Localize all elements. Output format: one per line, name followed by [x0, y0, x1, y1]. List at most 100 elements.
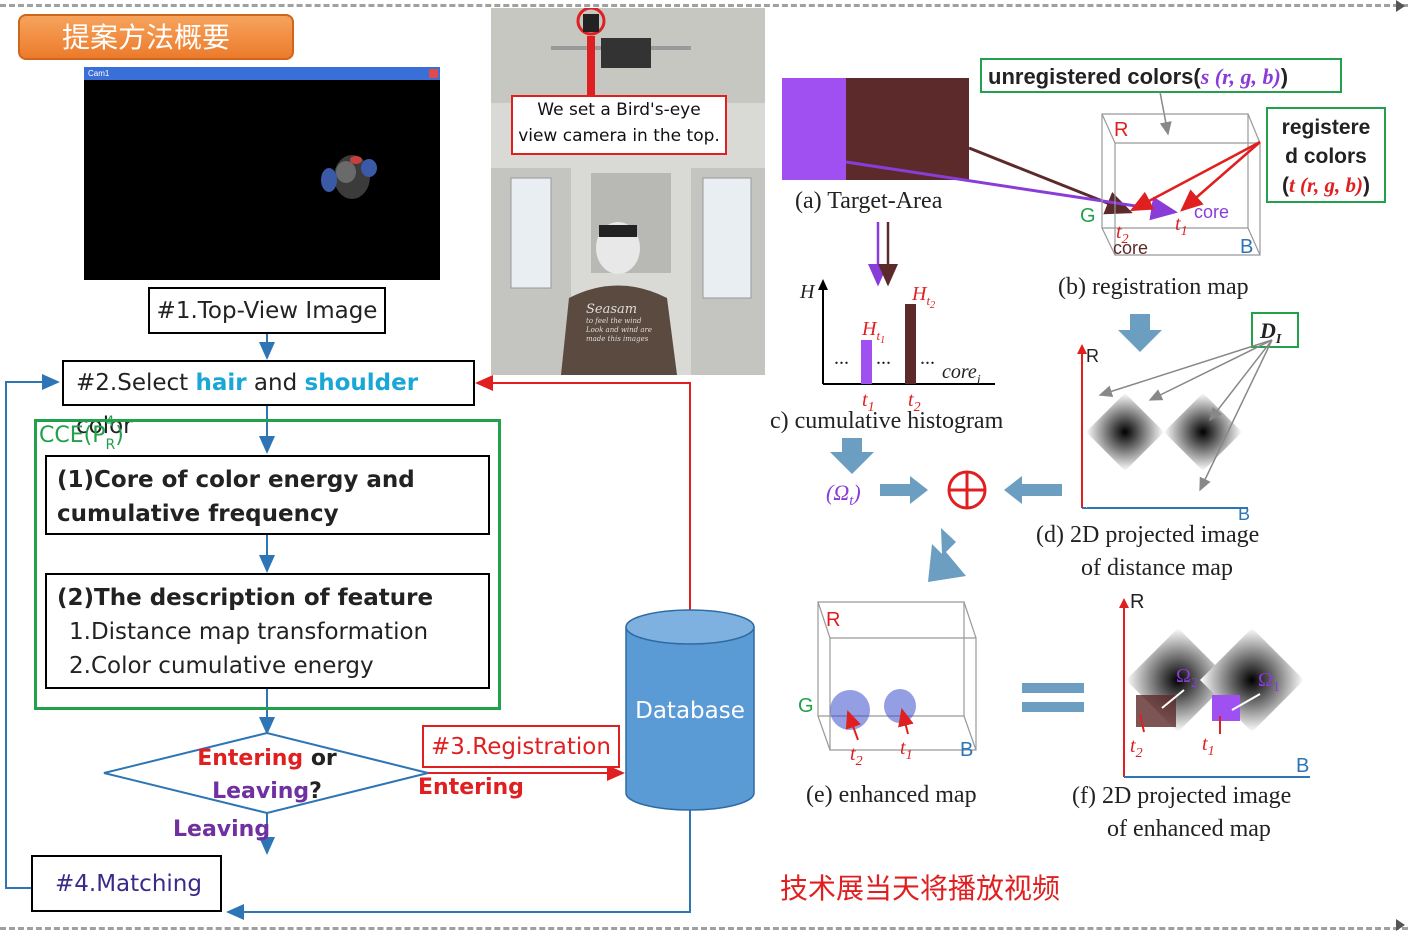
- registered-line-2: d colors: [1285, 145, 1367, 168]
- cce-step2-title: (2)The description of feature: [57, 585, 434, 611]
- svg-text:unregistered colors(s (r, g, b: unregistered colors(s (r, g, b)): [988, 64, 1288, 89]
- caption-a: (a) Target-Area: [795, 188, 943, 214]
- callout-line-1: We set a Bird's-eye: [537, 100, 701, 120]
- svg-text:t2: t2: [908, 389, 921, 415]
- close-icon[interactable]: [429, 69, 438, 78]
- cumulative-histogram: [818, 279, 995, 385]
- cce-step1-box: (1)Core of color energy and cumulative f…: [45, 455, 490, 535]
- dots-3: ...: [920, 347, 935, 369]
- cce-step2-item1: 1.Distance map transformation: [69, 619, 429, 645]
- cce-container: [34, 419, 501, 710]
- caption-f-1: (f) 2D projected image: [1072, 783, 1291, 809]
- right-edge-marker: [1396, 0, 1405, 12]
- right-panel: (a) Target-Area unregistered colors(s (r…: [770, 58, 1386, 842]
- caption-d-1: (d) 2D projected image: [1036, 522, 1259, 548]
- step1-label: #1.Top-View Image: [156, 298, 378, 324]
- core-i: core: [942, 361, 977, 383]
- axis-b-b: B: [1240, 236, 1253, 258]
- camera-window: Cam1: [84, 67, 440, 280]
- registered-open: (: [1282, 174, 1289, 197]
- ht2: H: [911, 283, 928, 305]
- photo-callout: We set a Bird's-eye view camera in the t…: [511, 95, 727, 155]
- t2-e: t: [850, 743, 856, 765]
- omega-1: Ω: [1258, 669, 1273, 691]
- step2-hair: hair: [195, 370, 247, 396]
- t1-b: t: [1175, 213, 1181, 235]
- shirt-text-3: Look and wind are: [586, 326, 653, 334]
- axis-g-b: G: [1080, 205, 1096, 227]
- axis-b-f: B: [1296, 755, 1309, 777]
- caption-b: (b) registration map: [1058, 274, 1249, 300]
- axis-r-b: R: [1114, 119, 1128, 141]
- shirt-print: Seasam to feel the wind Look and wind ar…: [586, 303, 656, 344]
- registered-line-1: registere: [1282, 116, 1371, 139]
- svg-text:t1: t1: [900, 737, 913, 763]
- core-label-brown: core: [1113, 238, 1148, 258]
- t1-b-sub: 1: [1181, 224, 1188, 239]
- cce-step1-line2: cumulative frequency: [57, 501, 339, 527]
- svg-text:t2: t2: [1116, 221, 1129, 247]
- t1-f: t: [1202, 733, 1208, 755]
- step3-box: #3.Registration: [422, 725, 620, 768]
- camera-title: Cam1: [88, 69, 110, 78]
- top-dashed-border: [0, 4, 1408, 7]
- svg-text:Ω1: Ω1: [1258, 669, 1280, 695]
- svg-text:corei: corei: [942, 361, 981, 388]
- t2-b-sub: 2: [1122, 232, 1129, 247]
- leaving-label: Leaving: [173, 817, 271, 842]
- step2-shoulder: shoulder: [304, 370, 419, 396]
- caption-c: (c) cumulative histogram: [770, 408, 1004, 434]
- camera-photo: We set a Bird's-eye view camera in the t…: [491, 8, 765, 375]
- target-area-hair: [782, 78, 846, 180]
- decision-leaving: Leaving: [212, 779, 310, 804]
- cce-step1-line1: (1)Core of color energy and: [57, 467, 415, 493]
- step2-prefix: #2.Select: [76, 370, 196, 396]
- core-label-purple: core: [1194, 202, 1229, 222]
- step3-label: #3.Registration: [431, 734, 611, 760]
- svg-text:Ω2: Ω2: [1176, 665, 1198, 691]
- t2-b: t: [1116, 221, 1122, 243]
- step2-box: #2.Select hair and shoulder color: [62, 360, 475, 439]
- svg-text:Ht2: Ht2: [911, 283, 935, 311]
- registered-close: ): [1363, 174, 1370, 197]
- decision-or: or: [303, 746, 337, 771]
- shirt-text-4: made this images: [586, 335, 649, 343]
- axis-r-d: R: [1086, 346, 1099, 366]
- svg-text:t1: t1: [862, 389, 875, 415]
- distance-map: [1077, 344, 1248, 509]
- axis-r-e: R: [826, 609, 840, 631]
- target-area-shoulder: [846, 78, 969, 180]
- axis-h: H: [799, 281, 816, 303]
- shirt-text-2: to feel the wind: [586, 317, 642, 325]
- caption-e: (e) enhanced map: [806, 782, 977, 808]
- enhanced-cube: [817, 601, 977, 751]
- decision-entering: Entering: [197, 746, 304, 771]
- svg-text:(Ωt): (Ωt): [826, 480, 861, 509]
- ht1: H: [861, 318, 878, 340]
- axis-b-e: B: [960, 739, 973, 761]
- svg-text:(t (r, g, b)): (t (r, g, b)): [1282, 173, 1370, 197]
- cce-sub: R: [105, 437, 116, 453]
- t1-e: t: [900, 737, 906, 759]
- entering-label: Entering: [418, 775, 524, 800]
- enhanced-points: [830, 689, 916, 730]
- step4-label: #4.Matching: [55, 871, 202, 897]
- step2-suffix: color: [76, 413, 133, 439]
- dots-2: ...: [876, 347, 891, 369]
- camera-titlebar: Cam1: [84, 67, 440, 80]
- svg-text:Ht1: Ht1: [861, 318, 885, 346]
- svg-text:t2: t2: [1130, 735, 1143, 761]
- shirt-text-1: Seasam: [586, 302, 638, 317]
- t2-c: t: [908, 389, 914, 411]
- cce-step2-box: (2)The description of feature 1.Distance…: [45, 573, 490, 689]
- decision-q: ?: [309, 779, 322, 804]
- decision-diamond: [103, 731, 429, 815]
- bottom-dashed-border: [0, 927, 1408, 930]
- unregistered-close: ): [1281, 64, 1288, 89]
- t2-f: t: [1130, 735, 1136, 757]
- unregistered-formula: s (r, g, b): [1200, 64, 1281, 89]
- cce-label-text: CCE(P: [39, 423, 106, 448]
- step4-box: #4.Matching: [31, 855, 222, 912]
- d-label: D: [1259, 318, 1276, 343]
